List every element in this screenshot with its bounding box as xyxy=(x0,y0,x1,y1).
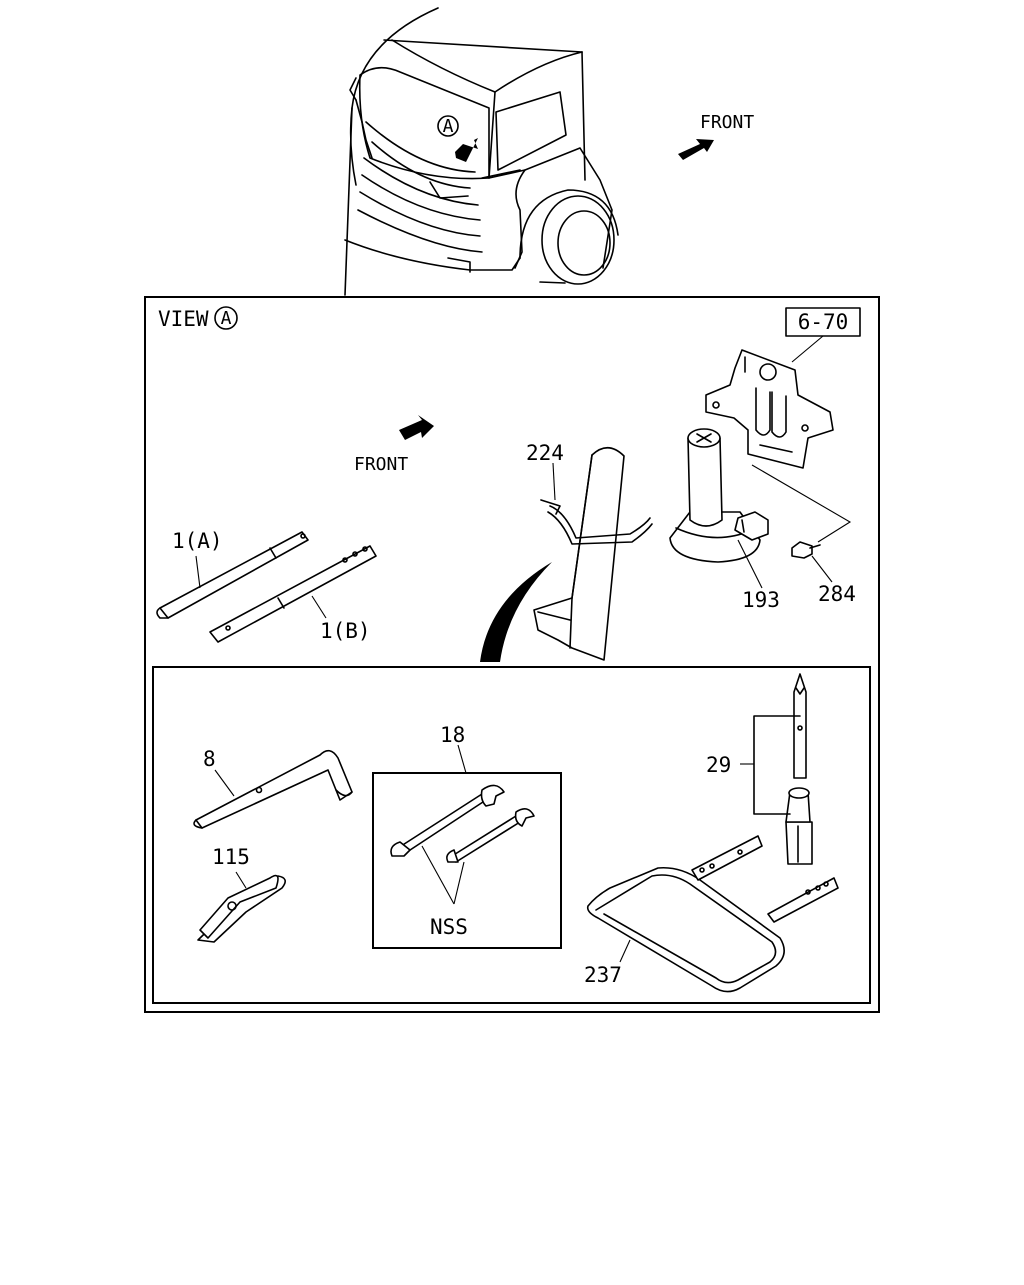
tool-bag-part-237: 237 xyxy=(584,835,839,993)
label-1a: 1(A) xyxy=(172,529,223,553)
handle-part-1a: 1(A) xyxy=(156,529,309,619)
view-arrow-icon xyxy=(455,138,478,162)
spanner-set-part-18: 18 NSS xyxy=(372,723,562,949)
curved-arrow-icon xyxy=(480,562,552,662)
label-18: 18 xyxy=(440,723,465,747)
label-8: 8 xyxy=(203,747,216,771)
strap-part-224: 224 xyxy=(526,441,653,661)
view-a-title: VIEW A xyxy=(158,306,238,331)
screwdriver-part-29: 29 xyxy=(706,673,813,865)
front-view-label: FRONT xyxy=(354,454,408,475)
label-284: 284 xyxy=(818,582,856,606)
reference-box: 6-70 xyxy=(785,307,861,363)
view-indicator-a: A xyxy=(437,115,478,162)
front-top-label: FRONT xyxy=(700,112,754,133)
view-label: VIEW xyxy=(158,307,209,331)
front-direction-view: FRONT xyxy=(354,415,434,475)
label-29: 29 xyxy=(706,753,731,777)
bolt-part-284: 284 xyxy=(791,541,856,606)
wheel-wrench-part-8: 8 xyxy=(193,747,353,829)
label-237: 237 xyxy=(584,963,622,987)
label-nss: NSS xyxy=(430,915,468,939)
jack-part-193: 193 xyxy=(669,428,780,612)
truck-cab-illustration xyxy=(344,7,619,296)
label-224: 224 xyxy=(526,441,564,465)
handle-part-1b: 1(B) xyxy=(209,545,377,643)
pliers-part-115: 115 xyxy=(197,845,286,943)
front-direction-top: FRONT xyxy=(678,112,754,160)
view-a-frame xyxy=(144,296,880,1013)
circle-a-label: A xyxy=(443,116,454,137)
label-115: 115 xyxy=(212,845,250,869)
label-193: 193 xyxy=(742,588,780,612)
bolt-leader-line xyxy=(751,464,852,543)
jack-bracket xyxy=(705,349,834,469)
label-1b: 1(B) xyxy=(320,619,371,643)
front-view-arrow-icon xyxy=(399,415,434,440)
ref-box-label: 6-70 xyxy=(798,310,849,334)
view-circle-label: A xyxy=(221,308,232,329)
front-arrow-icon xyxy=(678,139,714,160)
